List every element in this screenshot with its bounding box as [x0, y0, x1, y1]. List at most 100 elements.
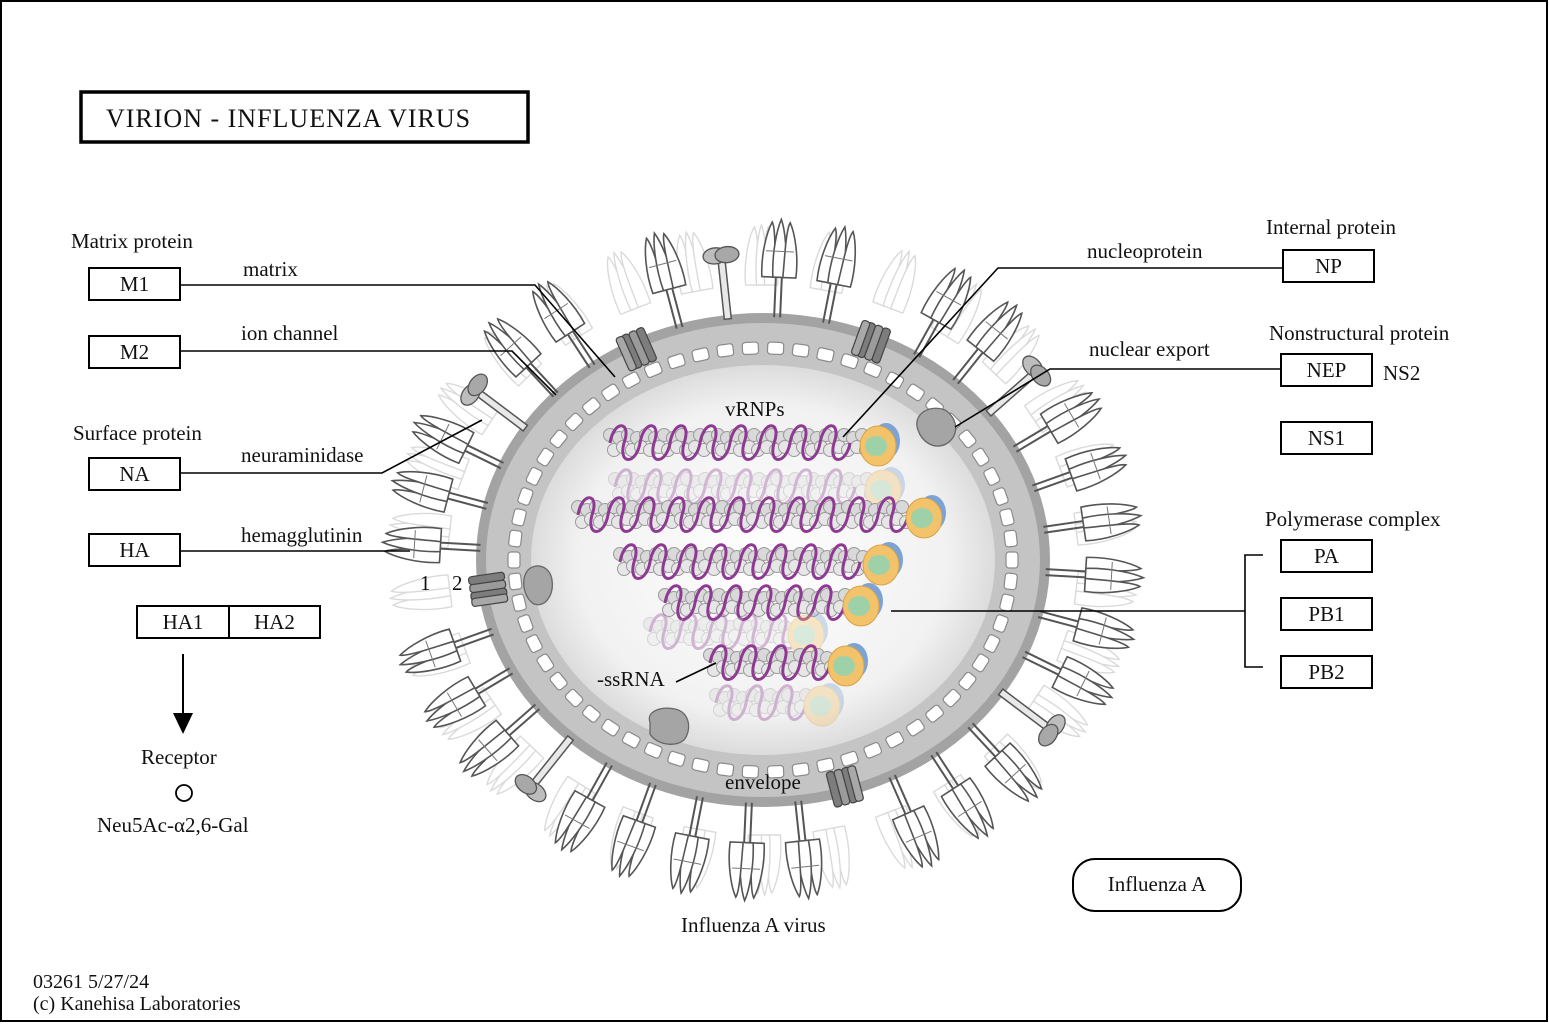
vrnp-segment: [603, 423, 900, 467]
nucleoprotein-bead: [657, 484, 671, 498]
callout-envelope: envelope: [725, 770, 801, 794]
nucleoprotein-bead: [621, 484, 635, 498]
matrix-bead: [508, 572, 523, 591]
nucleoprotein-bead: [761, 475, 775, 489]
matrix-bead: [1003, 572, 1018, 591]
nucleoprotein-bead: [674, 629, 688, 643]
nucleoprotein-bead: [727, 688, 741, 702]
matrix-bead: [983, 466, 1001, 486]
nucleoprotein-bead: [751, 617, 765, 631]
callout-nucleoprotein: nucleoprotein: [1087, 239, 1203, 263]
matrix-bead: [564, 688, 584, 708]
gene-box-pb2[interactable]: PB2: [1280, 655, 1373, 689]
hemagglutinin-spike-icon: [726, 800, 768, 903]
nucleoprotein-bead: [644, 472, 658, 486]
gene-box-m1[interactable]: M1: [88, 267, 181, 301]
nucleoprotein-bead: [719, 632, 733, 646]
matrix-bead: [582, 704, 601, 723]
matrix-bead: [691, 757, 710, 773]
matrix-bead: [511, 508, 527, 527]
nucleoprotein-bead: [647, 632, 661, 646]
gene-box-na[interactable]: NA: [88, 457, 181, 491]
gene-box-ns1[interactable]: NS1: [1280, 421, 1373, 455]
matrix-bead: [601, 718, 621, 737]
gene-box-pb1[interactable]: PB1: [1280, 597, 1373, 631]
nucleoprotein-bead: [737, 632, 751, 646]
matrix-bead: [840, 353, 859, 370]
gene-box-pa[interactable]: PA: [1280, 539, 1373, 573]
matrix-bead: [517, 614, 534, 633]
matrix-bead: [885, 731, 905, 749]
gene-box-ha[interactable]: HA: [88, 533, 181, 567]
nucleoprotein-bead: [713, 703, 727, 717]
nucleoprotein-bead: [692, 629, 706, 643]
nucleoprotein-bead: [736, 691, 750, 705]
gene-label-pb2: PB2: [1308, 660, 1344, 684]
nucleoprotein-bead: [722, 700, 736, 714]
nucleoprotein-bead: [698, 472, 712, 486]
nucleoprotein-bead: [731, 703, 745, 717]
nucleoprotein-bead: [746, 629, 760, 643]
matrix-bead: [511, 593, 527, 612]
nucleoprotein-bead: [684, 487, 698, 501]
nucleoprotein-bead: [824, 472, 838, 486]
gene-box-m2[interactable]: M2: [88, 335, 181, 369]
nucleoprotein-bead: [794, 700, 808, 714]
matrix-bead: [549, 671, 568, 691]
vrnp-segment: [703, 643, 868, 687]
nucleoprotein-bead: [617, 475, 631, 489]
matrix-bead: [1003, 529, 1018, 548]
gene-box-ha2[interactable]: HA2: [228, 605, 321, 639]
group-label-nonstructural: Nonstructural protein: [1269, 321, 1450, 345]
nucleoprotein-bead: [747, 484, 761, 498]
polymerase-complex-icon: [859, 423, 900, 467]
nucleoprotein-bead: [763, 688, 777, 702]
matrix-protein-layer: [507, 341, 1019, 779]
vrnp-segment: [571, 495, 946, 539]
vrnp-segment: [643, 612, 828, 656]
matrix-bead: [971, 447, 990, 467]
nucleoprotein-bead: [626, 472, 640, 486]
nucleoprotein-bead: [718, 691, 732, 705]
callout-vrnps: vRNPs: [725, 397, 785, 421]
gene-label-ha1: HA1: [163, 610, 204, 634]
matrix-bead: [601, 383, 621, 402]
nucleoprotein-bead: [785, 703, 799, 717]
matrix-bead: [840, 750, 859, 767]
nucleoprotein-bead: [769, 617, 783, 631]
gene-box-ha1[interactable]: HA1: [136, 605, 230, 639]
title-box: VIRION - INFLUENZA VIRUS: [79, 90, 530, 144]
vrnp-segment: [709, 683, 844, 727]
nucleoprotein-bead: [758, 700, 772, 714]
group-label-polymerase: Polymerase complex: [1265, 507, 1441, 531]
matrix-bead: [992, 487, 1009, 506]
map-link-label: Influenza A: [1108, 872, 1207, 896]
matrix-bead: [582, 397, 601, 416]
nucleoprotein-bead: [630, 487, 644, 501]
polymerase-complex-icon: [827, 643, 868, 687]
receptor-compound-node[interactable]: [175, 784, 193, 802]
nucleoprotein-bead: [774, 487, 788, 501]
gene-box-nep[interactable]: NEP: [1280, 353, 1373, 387]
nucleoprotein-bead: [709, 688, 723, 702]
nucleoprotein-bead: [790, 691, 804, 705]
matrix-bead: [507, 551, 521, 569]
polymerase-bracket: [1244, 554, 1263, 668]
ssrna-strand: [613, 468, 857, 505]
matrix-bead: [905, 718, 925, 737]
matrix-bead: [863, 361, 883, 379]
binding-arrowhead: [173, 713, 193, 734]
map-link-influenza-a[interactable]: Influenza A: [1072, 858, 1242, 912]
nucleoprotein-bead: [752, 472, 766, 486]
nucleoprotein-bead: [860, 472, 874, 486]
gene-label-ns1: NS1: [1308, 426, 1345, 450]
nucleoprotein-bead: [837, 484, 851, 498]
hemagglutinin-spike-icon: [779, 798, 827, 902]
matrix-bead: [816, 347, 835, 363]
nucleoprotein-bead: [662, 472, 676, 486]
gene-box-np[interactable]: NP: [1282, 249, 1375, 283]
nucleoprotein-bead: [715, 617, 729, 631]
nucleoprotein-bead: [767, 703, 781, 717]
polymerase-complex-icon: [787, 612, 828, 656]
